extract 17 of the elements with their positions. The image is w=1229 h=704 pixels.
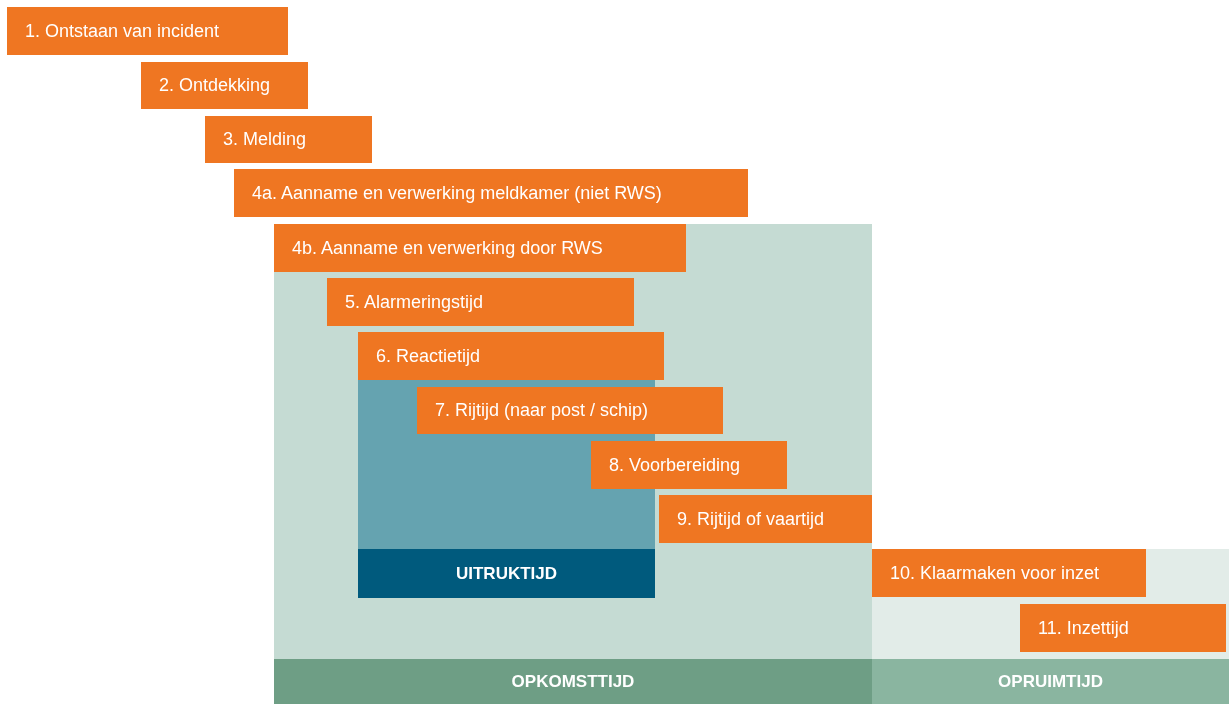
step-bar: 4b. Aanname en verwerking door RWS — [274, 224, 686, 272]
step-bar: 2. Ontdekking — [141, 62, 308, 109]
step-bar: 4a. Aanname en verwerking meldkamer (niet RWS) — [234, 169, 748, 217]
band-label: OPRUIMTIJD — [872, 659, 1229, 704]
step-bar: 1. Ontstaan van incident — [7, 7, 288, 55]
time-band-area — [872, 549, 1229, 704]
step-bar: 9. Rijtijd of vaartijd — [659, 495, 872, 543]
band-label: UITRUKTIJD — [358, 549, 655, 598]
time-band-area — [274, 224, 872, 704]
step-bar: 10. Klaarmaken voor inzet — [872, 549, 1146, 597]
step-bar: 3. Melding — [205, 116, 372, 163]
step-bar: 6. Reactietijd — [358, 332, 664, 380]
step-bar: 5. Alarmeringstijd — [327, 278, 634, 326]
step-bar: 11. Inzettijd — [1020, 604, 1226, 652]
step-bar: 8. Voorbereiding — [591, 441, 787, 489]
band-label: OPKOMSTTIJD — [274, 659, 872, 704]
step-bar: 7. Rijtijd (naar post / schip) — [417, 387, 723, 434]
